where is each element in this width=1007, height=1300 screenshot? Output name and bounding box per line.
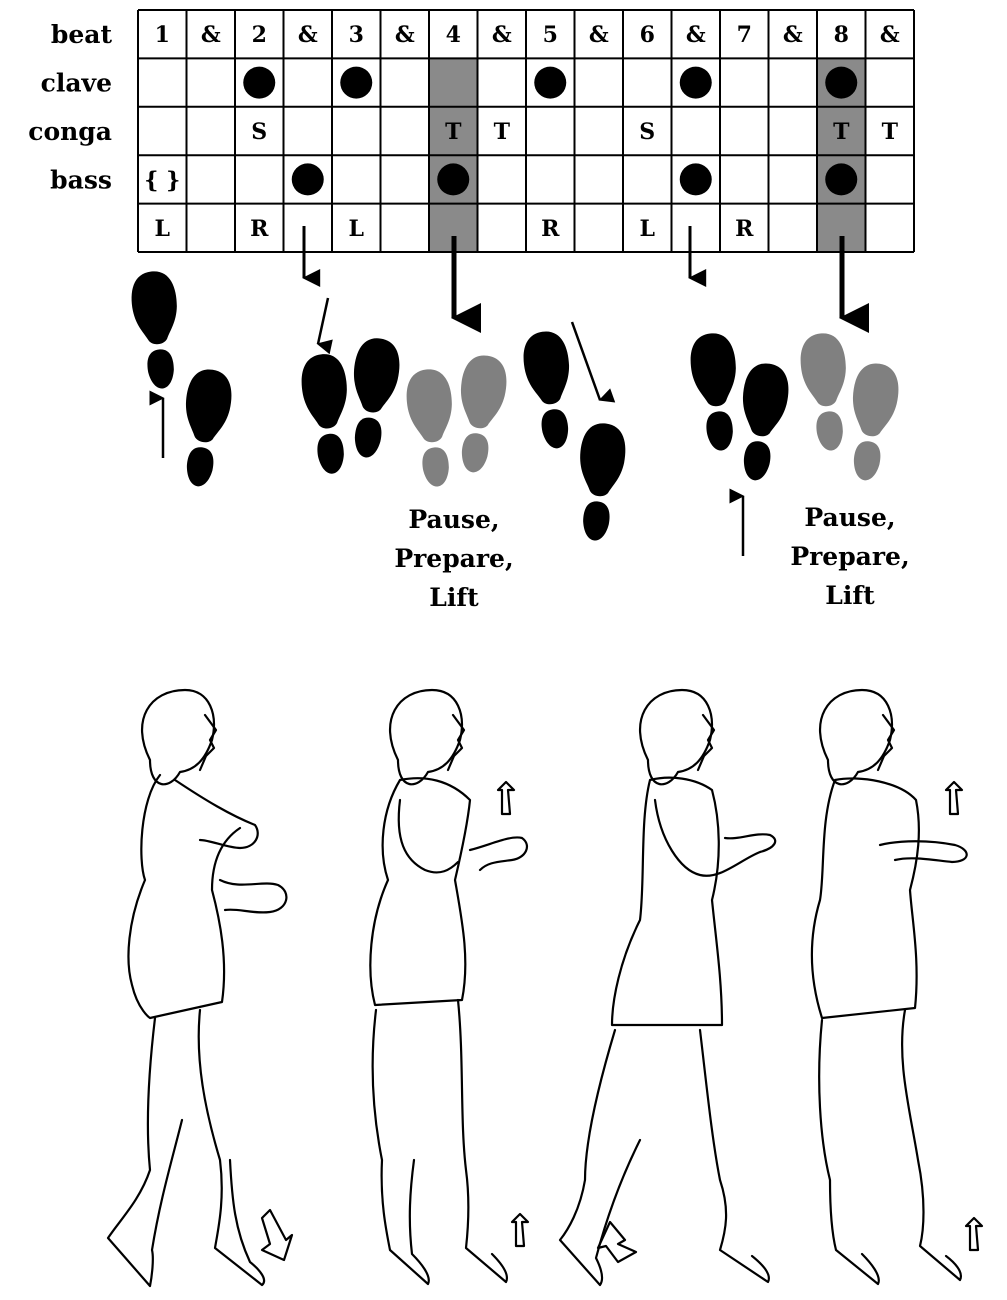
- arrow-diagonal: [316, 297, 333, 355]
- beat-grid: 1 & 2 & 3 & 4 & 5 & 6 & 7 & 8 & S T T S T T { } L R L R L R: [137, 9, 915, 253]
- grid-cell-text: &: [686, 22, 706, 48]
- grid-cell-text: 7: [737, 22, 752, 48]
- grid-cell-text: &: [201, 22, 221, 48]
- hit-dot: [679, 66, 712, 99]
- hit-dot: [679, 163, 712, 196]
- grid-cell-text: T: [882, 119, 899, 145]
- footprint-left-icon: [128, 269, 186, 391]
- grid-cell-text: 5: [543, 22, 558, 48]
- hit-dot: [340, 66, 373, 99]
- grid-cell-text: R: [541, 216, 560, 242]
- footprint-right-icon: [175, 366, 235, 490]
- row-labels: beat clave conga bass: [28, 20, 112, 194]
- grid-cell-text: &: [783, 22, 803, 48]
- grid-cell-text: S: [251, 119, 267, 145]
- hit-dot: [437, 163, 470, 196]
- grid-cell-text: T: [445, 119, 462, 145]
- footprint-right-icon: [732, 360, 792, 484]
- grid-cell-text: T: [494, 119, 511, 145]
- grid-cell-text: R: [250, 216, 269, 242]
- grid-cell-text: L: [349, 216, 364, 242]
- caption-line: Prepare,: [394, 544, 514, 573]
- caption-line: Lift: [429, 583, 479, 612]
- row-label-conga: conga: [28, 117, 112, 146]
- grid-cell-text: T: [833, 119, 850, 145]
- grid-cell-text: &: [395, 22, 415, 48]
- caption-line: Pause,: [804, 503, 896, 532]
- step-arrows: [149, 226, 869, 556]
- footprint-left-icon: [520, 328, 580, 452]
- dancer-figure-4: [810, 688, 984, 1286]
- grid-cell-text: L: [155, 216, 170, 242]
- row-label-beat: beat: [51, 20, 113, 49]
- footprint-left-icon: [687, 331, 745, 453]
- grid-cell-text: 2: [252, 22, 267, 48]
- grid-cell-text: { }: [144, 167, 180, 193]
- hit-dot: [825, 163, 858, 196]
- grid-cell-text: L: [640, 216, 655, 242]
- footprint-left-gray-icon: [403, 367, 461, 489]
- hit-dot: [291, 163, 324, 196]
- dancer-figure-1: [106, 688, 294, 1288]
- hit-dot: [534, 66, 567, 99]
- grid-cell-text: R: [735, 216, 754, 242]
- caption-line: Prepare,: [790, 542, 910, 571]
- caption-pause-prepare-lift-2: Pause, Prepare, Lift: [760, 498, 940, 615]
- caption-pause-prepare-lift-1: Pause, Prepare, Lift: [364, 500, 544, 617]
- dancer-figure-3: [558, 688, 777, 1287]
- hit-dot: [825, 66, 858, 99]
- dancer-figure-2: [369, 688, 530, 1286]
- grid-cell-text: &: [880, 22, 900, 48]
- row-label-bass: bass: [50, 165, 112, 194]
- caption-line: Pause,: [408, 505, 500, 534]
- footprint-right-gray-icon: [450, 352, 510, 476]
- grid-cell-text: 4: [446, 22, 461, 48]
- grid-cell-text: 3: [349, 22, 364, 48]
- grid-cell-text: 6: [640, 22, 655, 48]
- grid-cell-text: &: [492, 22, 512, 48]
- grid-cell-text: 8: [834, 22, 849, 48]
- grid-cell-text: 1: [155, 22, 170, 48]
- caption-line: Lift: [825, 581, 875, 610]
- footprint-left-icon: [298, 351, 356, 477]
- footprint-right-icon: [343, 335, 403, 461]
- grid-cell-text: S: [639, 119, 655, 145]
- grid-cell-text: &: [298, 22, 318, 48]
- hit-dot: [243, 66, 276, 99]
- footprint-left-gray-icon: [797, 331, 855, 453]
- arrow-diagonal: [570, 321, 616, 403]
- footprint-right-icon: [571, 421, 629, 543]
- footprint-right-gray-icon: [842, 360, 902, 484]
- row-label-clave: clave: [41, 69, 112, 98]
- grid-cell-text: &: [589, 22, 609, 48]
- dancer-illustrations: [106, 688, 984, 1288]
